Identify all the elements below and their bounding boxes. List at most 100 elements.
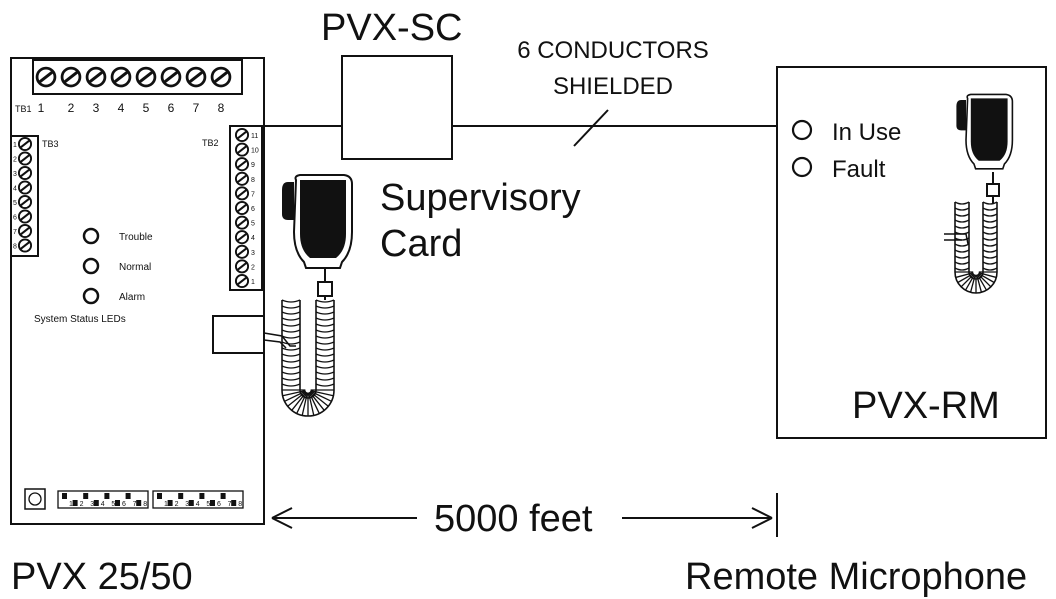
tb1-terminal-number: 7 [193, 101, 200, 115]
coil-turn [954, 249, 970, 253]
coil-turn [954, 207, 970, 211]
dip-toggle [62, 493, 67, 499]
led-normal [82, 257, 100, 275]
dip-toggle [231, 500, 237, 506]
tb1-screw-icon [110, 66, 132, 88]
dip-toggle [157, 493, 162, 499]
tb3-screw-icon [17, 194, 33, 210]
tb1-terminal-number: 2 [68, 101, 75, 115]
coil-edge [281, 389, 335, 417]
tb1-label: TB1 [15, 104, 32, 114]
tb2-screw-icon [234, 142, 250, 157]
dip-toggle [125, 493, 131, 499]
dip-toggle [136, 500, 142, 506]
coil-turn [976, 274, 983, 293]
coil-turn [976, 274, 988, 291]
in-use-indicator [791, 119, 813, 141]
tb1-screw-icon [185, 66, 207, 88]
dip-toggle [210, 500, 215, 506]
leds-caption: System Status LEDs [34, 314, 126, 325]
tb1-terminal-number: 5 [143, 101, 150, 115]
coil-turn [281, 299, 301, 303]
tb3-screw-icon [17, 165, 33, 181]
dip-toggle [188, 500, 194, 506]
fault-indicator [791, 156, 813, 178]
coil-turn [315, 371, 335, 375]
dip-number: 7 [228, 501, 232, 508]
reset-button [24, 488, 46, 510]
tb2-terminal-number: 9 [251, 162, 255, 169]
in-use-label: In Use [832, 119, 901, 146]
dip-number: 4 [196, 501, 200, 508]
dip-toggle [199, 493, 205, 499]
coil-turn [315, 323, 335, 327]
remote-microphone [944, 93, 1014, 294]
coil-turn [315, 347, 335, 351]
tb1-screw-icon [60, 66, 82, 88]
coil-turn [281, 359, 301, 363]
coil-turn [982, 219, 998, 223]
dip-toggle [72, 500, 78, 506]
cable-label-line1: 6 CONDUCTORS [517, 37, 709, 64]
coil-turn [315, 365, 335, 369]
dip-number: 7 [133, 501, 137, 508]
dip-number: 1 [69, 501, 73, 508]
distance-label: 5000 feet [434, 498, 593, 540]
dip-toggle [104, 493, 110, 499]
coil-turn [982, 237, 998, 241]
tb3-screw-icon [17, 180, 33, 195]
tb2-screw-icon [234, 157, 250, 172]
coil-turn [954, 219, 970, 223]
coil-turn [315, 311, 335, 315]
system-status-leds: Trouble Normal Alarm System Status LEDs [34, 227, 153, 325]
coil-turn [964, 274, 976, 291]
supervisory-card-line1: Supervisory [380, 177, 581, 219]
coil-turn [982, 231, 998, 235]
coil-turn [955, 272, 974, 279]
coil-turn [315, 341, 335, 345]
tb3-screw-icon [17, 136, 33, 152]
tb1-terminal-number: 1 [38, 101, 45, 115]
coil-turn [982, 267, 998, 271]
tb2-screw-icon [234, 171, 250, 186]
tb2-label: TB2 [202, 138, 219, 148]
coil-turn [308, 392, 320, 414]
coil-turn [281, 305, 301, 309]
coil-edge [299, 389, 317, 399]
led-alarm [82, 287, 100, 305]
tb2-terminal-number: 5 [251, 221, 255, 228]
pvx-sc-label: PVX-SC [321, 7, 462, 49]
tb2-screw-icon [234, 230, 250, 245]
tb3-terminal-number: 2 [13, 157, 17, 164]
dip-number: 6 [122, 501, 126, 508]
dip-number: 1 [164, 501, 168, 508]
tb2-screw-icon [234, 244, 250, 259]
tb1-screw-icon [35, 66, 57, 88]
tb3-terminal-number: 4 [13, 186, 17, 193]
tb2-terminal-number: 2 [251, 264, 255, 271]
tb3-terminal-number: 3 [13, 171, 17, 178]
coil-turn [982, 213, 998, 217]
tb2-screw-icon [234, 215, 250, 230]
dip-number: 2 [80, 501, 84, 508]
fault-label: Fault [832, 156, 886, 183]
coil-turn [315, 305, 335, 309]
distance-arrow [271, 493, 778, 537]
led-trouble [82, 227, 100, 245]
dip-toggle [167, 500, 173, 506]
coil-turn [310, 389, 334, 397]
coil-turn [954, 213, 970, 217]
coil-turn [978, 272, 995, 284]
coil-turn [954, 237, 970, 241]
led-alarm-label: Alarm [119, 292, 145, 303]
supervisory-card-line2: Card [380, 223, 462, 265]
coil-turn [954, 255, 970, 259]
coil-turn [281, 317, 301, 321]
tb2-terminal-number: 1 [251, 279, 255, 286]
tb1-screw-icon [210, 66, 232, 88]
coil-turn [977, 273, 992, 288]
coil-turn [310, 390, 332, 402]
tb2-screw-icon [234, 127, 250, 143]
